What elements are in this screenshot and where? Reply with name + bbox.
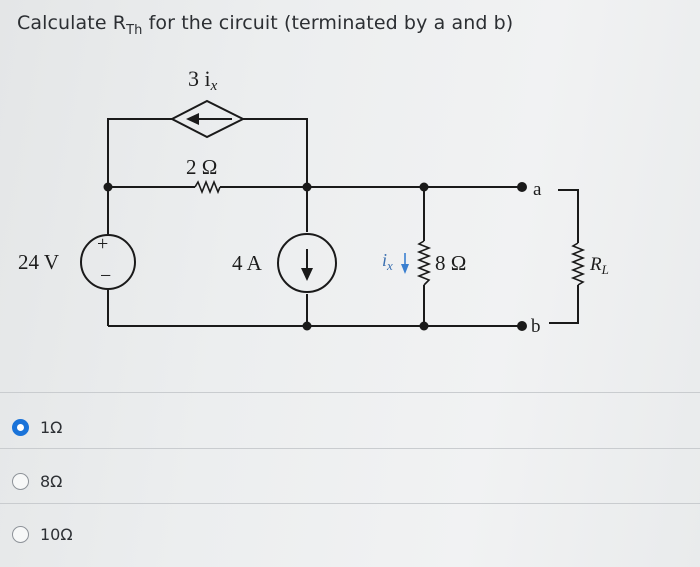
- minus-sign: −: [100, 265, 111, 287]
- terminal-b-label: b: [531, 316, 541, 337]
- answer-option-label: 8Ω: [40, 471, 63, 491]
- answer-option-1[interactable]: 1Ω: [12, 416, 62, 438]
- divider: [0, 503, 700, 504]
- wire-load-b: [549, 285, 579, 324]
- junction-dot: [419, 321, 429, 331]
- junction-dot: [419, 182, 429, 192]
- terminal-a-dot: [517, 182, 527, 192]
- load-resistor-label: RL: [589, 254, 609, 277]
- wire-load-a: [558, 189, 579, 243]
- voltage-source-symbol: [80, 234, 136, 290]
- terminal-b-dot: [517, 321, 527, 331]
- question-subscript: Th: [126, 22, 143, 38]
- junction-dot: [302, 182, 312, 192]
- question-prefix: Calculate R: [17, 12, 127, 34]
- resistor-8ohm-label: 8 Ω: [435, 251, 466, 275]
- current-source-arrow: [301, 249, 313, 281]
- answer-option-label: 10Ω: [40, 524, 73, 544]
- question-text: Calculate RTh for the circuit (terminate…: [17, 12, 513, 38]
- resistor-2ohm-symbol: [194, 179, 221, 195]
- divider: [0, 448, 700, 449]
- answer-option-3[interactable]: 10Ω: [12, 523, 73, 545]
- wire-dep-source-loop: [107, 118, 308, 187]
- dependent-source-symbol: [169, 99, 246, 139]
- question-suffix: for the circuit (terminated by a and b): [142, 12, 514, 34]
- resistor-load-symbol: [570, 242, 586, 286]
- resistor-8ohm-symbol: [416, 240, 432, 286]
- radio-button[interactable]: [12, 472, 29, 490]
- plus-sign: +: [97, 233, 108, 255]
- dependent-source-arrow: [186, 113, 232, 125]
- answer-option-2[interactable]: 8Ω: [12, 470, 62, 492]
- ix-label: ix: [382, 250, 393, 273]
- radio-button-selected[interactable]: [12, 418, 29, 436]
- current-source-label: 4 A: [232, 251, 263, 275]
- ix-arrow: [401, 253, 409, 274]
- voltage-source-label: 24 V: [18, 250, 59, 274]
- dep-source-label: 3 ix: [188, 66, 218, 94]
- junction-dot: [302, 321, 312, 331]
- terminal-a-label: a: [533, 179, 542, 200]
- answer-option-label: 1Ω: [40, 417, 63, 437]
- radio-button[interactable]: [12, 525, 29, 543]
- junction-dot: [103, 182, 113, 192]
- current-source-symbol: [277, 233, 337, 293]
- resistor-2ohm-label: 2 Ω: [186, 155, 217, 179]
- circuit-diagram: 3 ix 2 Ω 24 V + − 4 A ix 8 Ω a b RL: [18, 66, 609, 337]
- divider: [0, 392, 700, 393]
